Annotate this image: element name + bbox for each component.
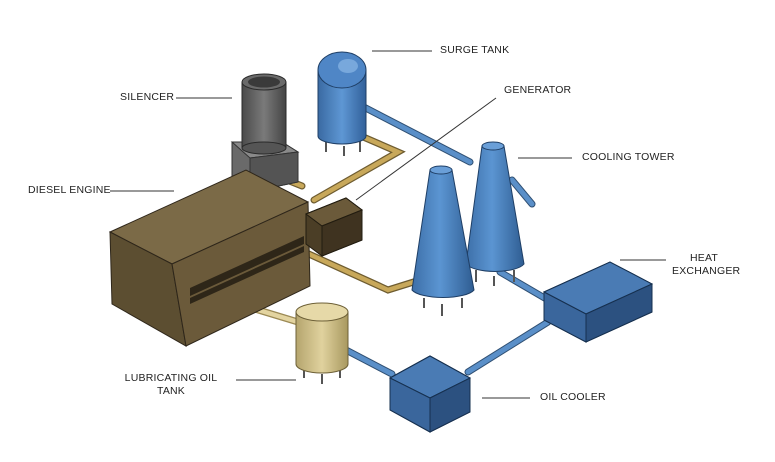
oil-cooler — [388, 355, 472, 433]
lubricating-oil-tank-label: LUBRICATING OIL TANK — [116, 372, 226, 398]
lubricating-oil-tank — [295, 302, 349, 384]
generator-label: GENERATOR — [504, 84, 572, 96]
leader-lines — [110, 50, 666, 399]
cooling-tower-label: COOLING TOWER — [582, 151, 675, 163]
heat-exchanger-label-line2: EXCHANGER — [672, 265, 741, 277]
surge-tank — [317, 51, 367, 156]
silencer-label: SILENCER — [120, 91, 175, 103]
heat-exchanger — [542, 261, 654, 343]
generator — [304, 197, 364, 257]
lubricating-oil-tank-label-line1: LUBRICATING OIL — [124, 372, 218, 384]
cooling-tower-front — [411, 165, 475, 316]
lubricating-oil-tank-label-line2: TANK — [156, 385, 186, 397]
diesel-engine — [108, 169, 311, 347]
cooling-water-pipes — [342, 100, 552, 378]
oil-cooler-label: OIL COOLER — [540, 391, 606, 403]
heat-exchanger-label-line1: HEAT — [689, 252, 719, 264]
heat-exchanger-label: HEAT EXCHANGER — [672, 252, 741, 278]
surge-tank-label: SURGE TANK — [440, 44, 510, 56]
cooling-tower-rear — [465, 141, 525, 286]
diesel-engine-label: DIESEL ENGINE — [28, 184, 111, 196]
